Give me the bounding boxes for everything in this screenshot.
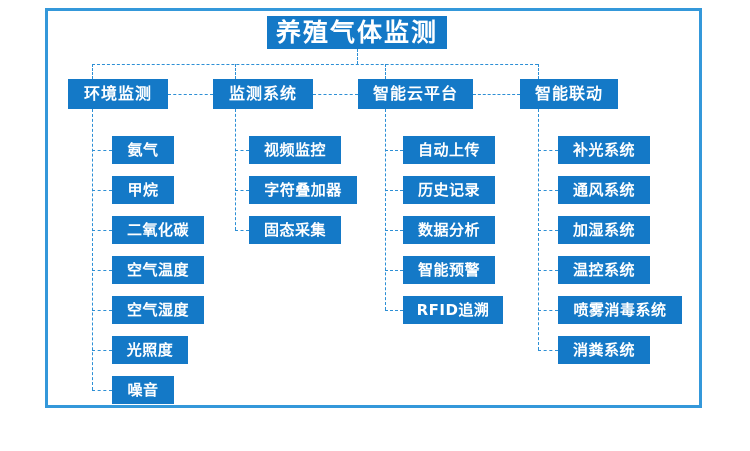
connector-leaf-2-2: [385, 230, 403, 231]
leaf-node-3-1[interactable]: 通风系统: [558, 176, 650, 204]
leaf-node-3-5[interactable]: 消粪系统: [558, 336, 650, 364]
connector-leaf-0-3: [92, 270, 112, 271]
leaf-node-1-0[interactable]: 视频监控: [249, 136, 341, 164]
leaf-node-0-5[interactable]: 光照度: [112, 336, 188, 364]
connector-leaf-3-5: [538, 350, 558, 351]
connector-leaf-3-2: [538, 230, 558, 231]
leaf-node-2-0[interactable]: 自动上传: [403, 136, 495, 164]
connector-title-drop: [357, 49, 358, 64]
branch-node-2[interactable]: 智能云平台: [358, 79, 473, 109]
leaf-node-0-0[interactable]: 氨气: [112, 136, 174, 164]
leaf-node-2-1[interactable]: 历史记录: [403, 176, 495, 204]
connector-leaf-0-0: [92, 150, 112, 151]
connector-leaf-3-0: [538, 150, 558, 151]
connector-branch-drop-0: [92, 64, 93, 79]
connector-branch-drop-1: [235, 64, 236, 79]
leaf-node-2-4[interactable]: RFID追溯: [403, 296, 503, 324]
leaf-node-2-3[interactable]: 智能预警: [403, 256, 495, 284]
leaf-node-3-4[interactable]: 喷雾消毒系统: [558, 296, 682, 324]
connector-leaf-2-1: [385, 190, 403, 191]
connector-leaf-0-2: [92, 230, 112, 231]
leaf-node-3-2[interactable]: 加湿系统: [558, 216, 650, 244]
connector-trunk-1: [235, 109, 236, 230]
branch-node-1[interactable]: 监测系统: [213, 79, 313, 109]
leaf-node-1-2[interactable]: 固态采集: [249, 216, 341, 244]
connector-trunk-2: [385, 109, 386, 310]
connector-sibling-1: [313, 94, 358, 95]
leaf-node-0-2[interactable]: 二氧化碳: [112, 216, 204, 244]
decorative-frame: [45, 8, 702, 408]
branch-node-3[interactable]: 智能联动: [520, 79, 618, 109]
leaf-node-0-4[interactable]: 空气湿度: [112, 296, 204, 324]
connector-leaf-1-2: [235, 230, 249, 231]
leaf-node-0-1[interactable]: 甲烷: [112, 176, 174, 204]
connector-leaf-2-0: [385, 150, 403, 151]
connector-leaf-0-5: [92, 350, 112, 351]
connector-branch-drop-3: [538, 64, 539, 79]
connector-branch-drop-2: [385, 64, 386, 79]
connector-leaf-1-1: [235, 190, 249, 191]
connector-leaf-2-3: [385, 270, 403, 271]
connector-bus: [92, 64, 538, 65]
connector-trunk-3: [538, 109, 539, 350]
leaf-node-2-2[interactable]: 数据分析: [403, 216, 495, 244]
connector-leaf-0-4: [92, 310, 112, 311]
connector-leaf-3-4: [538, 310, 558, 311]
branch-node-0[interactable]: 环境监测: [68, 79, 168, 109]
connector-leaf-0-1: [92, 190, 112, 191]
connector-leaf-3-3: [538, 270, 558, 271]
connector-leaf-1-0: [235, 150, 249, 151]
connector-leaf-3-1: [538, 190, 558, 191]
root-node-title[interactable]: 养殖气体监测: [267, 16, 447, 49]
connector-sibling-2: [473, 94, 520, 95]
leaf-node-1-1[interactable]: 字符叠加器: [249, 176, 357, 204]
connector-leaf-2-4: [385, 310, 403, 311]
leaf-node-0-3[interactable]: 空气温度: [112, 256, 204, 284]
connector-leaf-0-6: [92, 390, 112, 391]
leaf-node-3-0[interactable]: 补光系统: [558, 136, 650, 164]
leaf-node-3-3[interactable]: 温控系统: [558, 256, 650, 284]
connector-sibling-0: [168, 94, 213, 95]
connector-trunk-0: [92, 109, 93, 390]
leaf-node-0-6[interactable]: 噪音: [112, 376, 174, 404]
